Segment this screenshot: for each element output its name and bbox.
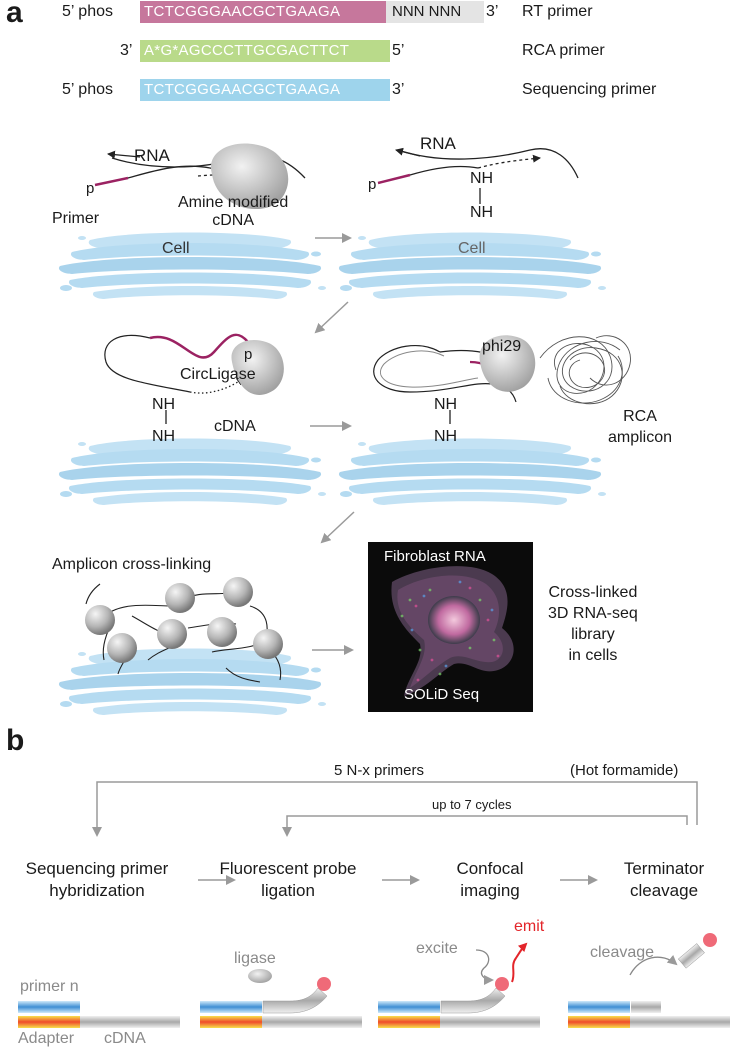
step3-nh-bottom: NH <box>152 428 176 445</box>
seq-primer-prefix: 5’ phos <box>62 81 113 98</box>
arrow-step4-step5 <box>320 511 355 544</box>
step2-rna-label: RNA <box>420 134 456 153</box>
micrograph-top-label: Fibroblast RNA <box>384 548 486 565</box>
loop-inner-label: up to 7 cycles <box>432 797 512 812</box>
step3-ligase-label: CircLigase <box>180 366 256 383</box>
step3-cdna-label: cDNA <box>214 418 256 435</box>
loop-outer-note: (Hot formamide) <box>570 762 679 779</box>
rca-primer-prefix: 3’ <box>120 42 133 59</box>
step4-nh-top: NH <box>434 396 458 413</box>
panel-b-letter: b <box>6 724 25 757</box>
step1-rna-label: RNA <box>134 146 170 165</box>
b-step-terminator-cleavage: Terminator cleavage <box>623 859 705 900</box>
step2-p-label: p <box>368 176 377 193</box>
rca-amplicon-coil <box>539 335 631 405</box>
step3-nh-top: NH <box>152 396 176 413</box>
step3-p-label: p <box>244 346 253 363</box>
seq-primer-sequence: TCTCGGGAACGCTGAAGA <box>140 79 390 101</box>
step4-enzyme-label: phi29 <box>482 338 522 355</box>
step2-cell-label: Cell <box>458 240 486 257</box>
construct-4 <box>568 933 730 1028</box>
primer-n-label: primer n <box>20 978 79 995</box>
rt-primer-prefix: 5’ phos <box>62 3 113 20</box>
excite-label: excite <box>416 940 458 957</box>
emit-label: emit <box>514 918 545 935</box>
adapter-label: Adapter <box>18 1030 75 1047</box>
loop-outer-arrow <box>92 781 698 837</box>
step5-title: Amplicon cross-linking <box>52 556 212 573</box>
rca-primer-end: 5’ <box>392 42 405 59</box>
construct-2 <box>200 969 362 1028</box>
rt-primer-end: 3’ <box>486 3 499 20</box>
step2-nh-top: NH <box>470 170 494 187</box>
cell-stack-5 <box>58 648 327 715</box>
construct-3 <box>378 942 540 1028</box>
ligase-label: ligase <box>234 950 276 967</box>
b-step-primer-hybridization: Sequencing primer hybridization <box>25 859 169 900</box>
cdna-label: cDNA <box>104 1030 146 1047</box>
b-step-confocal-imaging: Confocal imaging <box>456 859 524 900</box>
rt-primer-sequence: TCTCGGGAACGCTGAAGA <box>140 1 390 23</box>
step2-nh-bottom: NH <box>470 204 494 221</box>
rt-primer-label: RT primer <box>522 3 593 20</box>
rca-primer-label: RCA primer <box>522 42 605 59</box>
b-step-probe-ligation: Fluorescent probe ligation <box>219 859 357 900</box>
cell-stack-1 <box>58 232 327 299</box>
step1-cdna-label: Amine modified cDNA <box>178 194 289 229</box>
fibroblast-micrograph <box>368 542 533 712</box>
rt-primer-random-tail: NNN NNN <box>386 1 484 23</box>
step4-nh-bottom: NH <box>434 428 458 445</box>
seq-primer-label: Sequencing primer <box>522 81 657 98</box>
construct-1 <box>18 1001 180 1028</box>
cell-stack-3 <box>58 438 327 505</box>
micrograph-bottom-label: SOLiD Seq <box>404 686 480 703</box>
panel-a-letter: a <box>6 0 23 29</box>
loop-outer-label: 5 N-x primers <box>334 762 425 779</box>
step1-cell-label: Cell <box>162 240 190 257</box>
result-label: Cross-linked 3D RNA-seq library in cells <box>548 584 638 664</box>
step1-p-label: p <box>86 180 95 197</box>
cell-stack-4 <box>338 438 606 505</box>
step4-amplicon-label: RCA amplicon <box>608 408 673 446</box>
loop-inner-arrow <box>282 815 688 837</box>
cleavage-label: cleavage <box>590 944 655 961</box>
step1-primer-label: Primer <box>52 210 100 227</box>
arrow-step2-step3 <box>314 301 349 334</box>
rca-primer-sequence: A*G*AGCCCTTGCGACTTCT <box>140 40 390 62</box>
seq-primer-end: 3’ <box>392 81 405 98</box>
